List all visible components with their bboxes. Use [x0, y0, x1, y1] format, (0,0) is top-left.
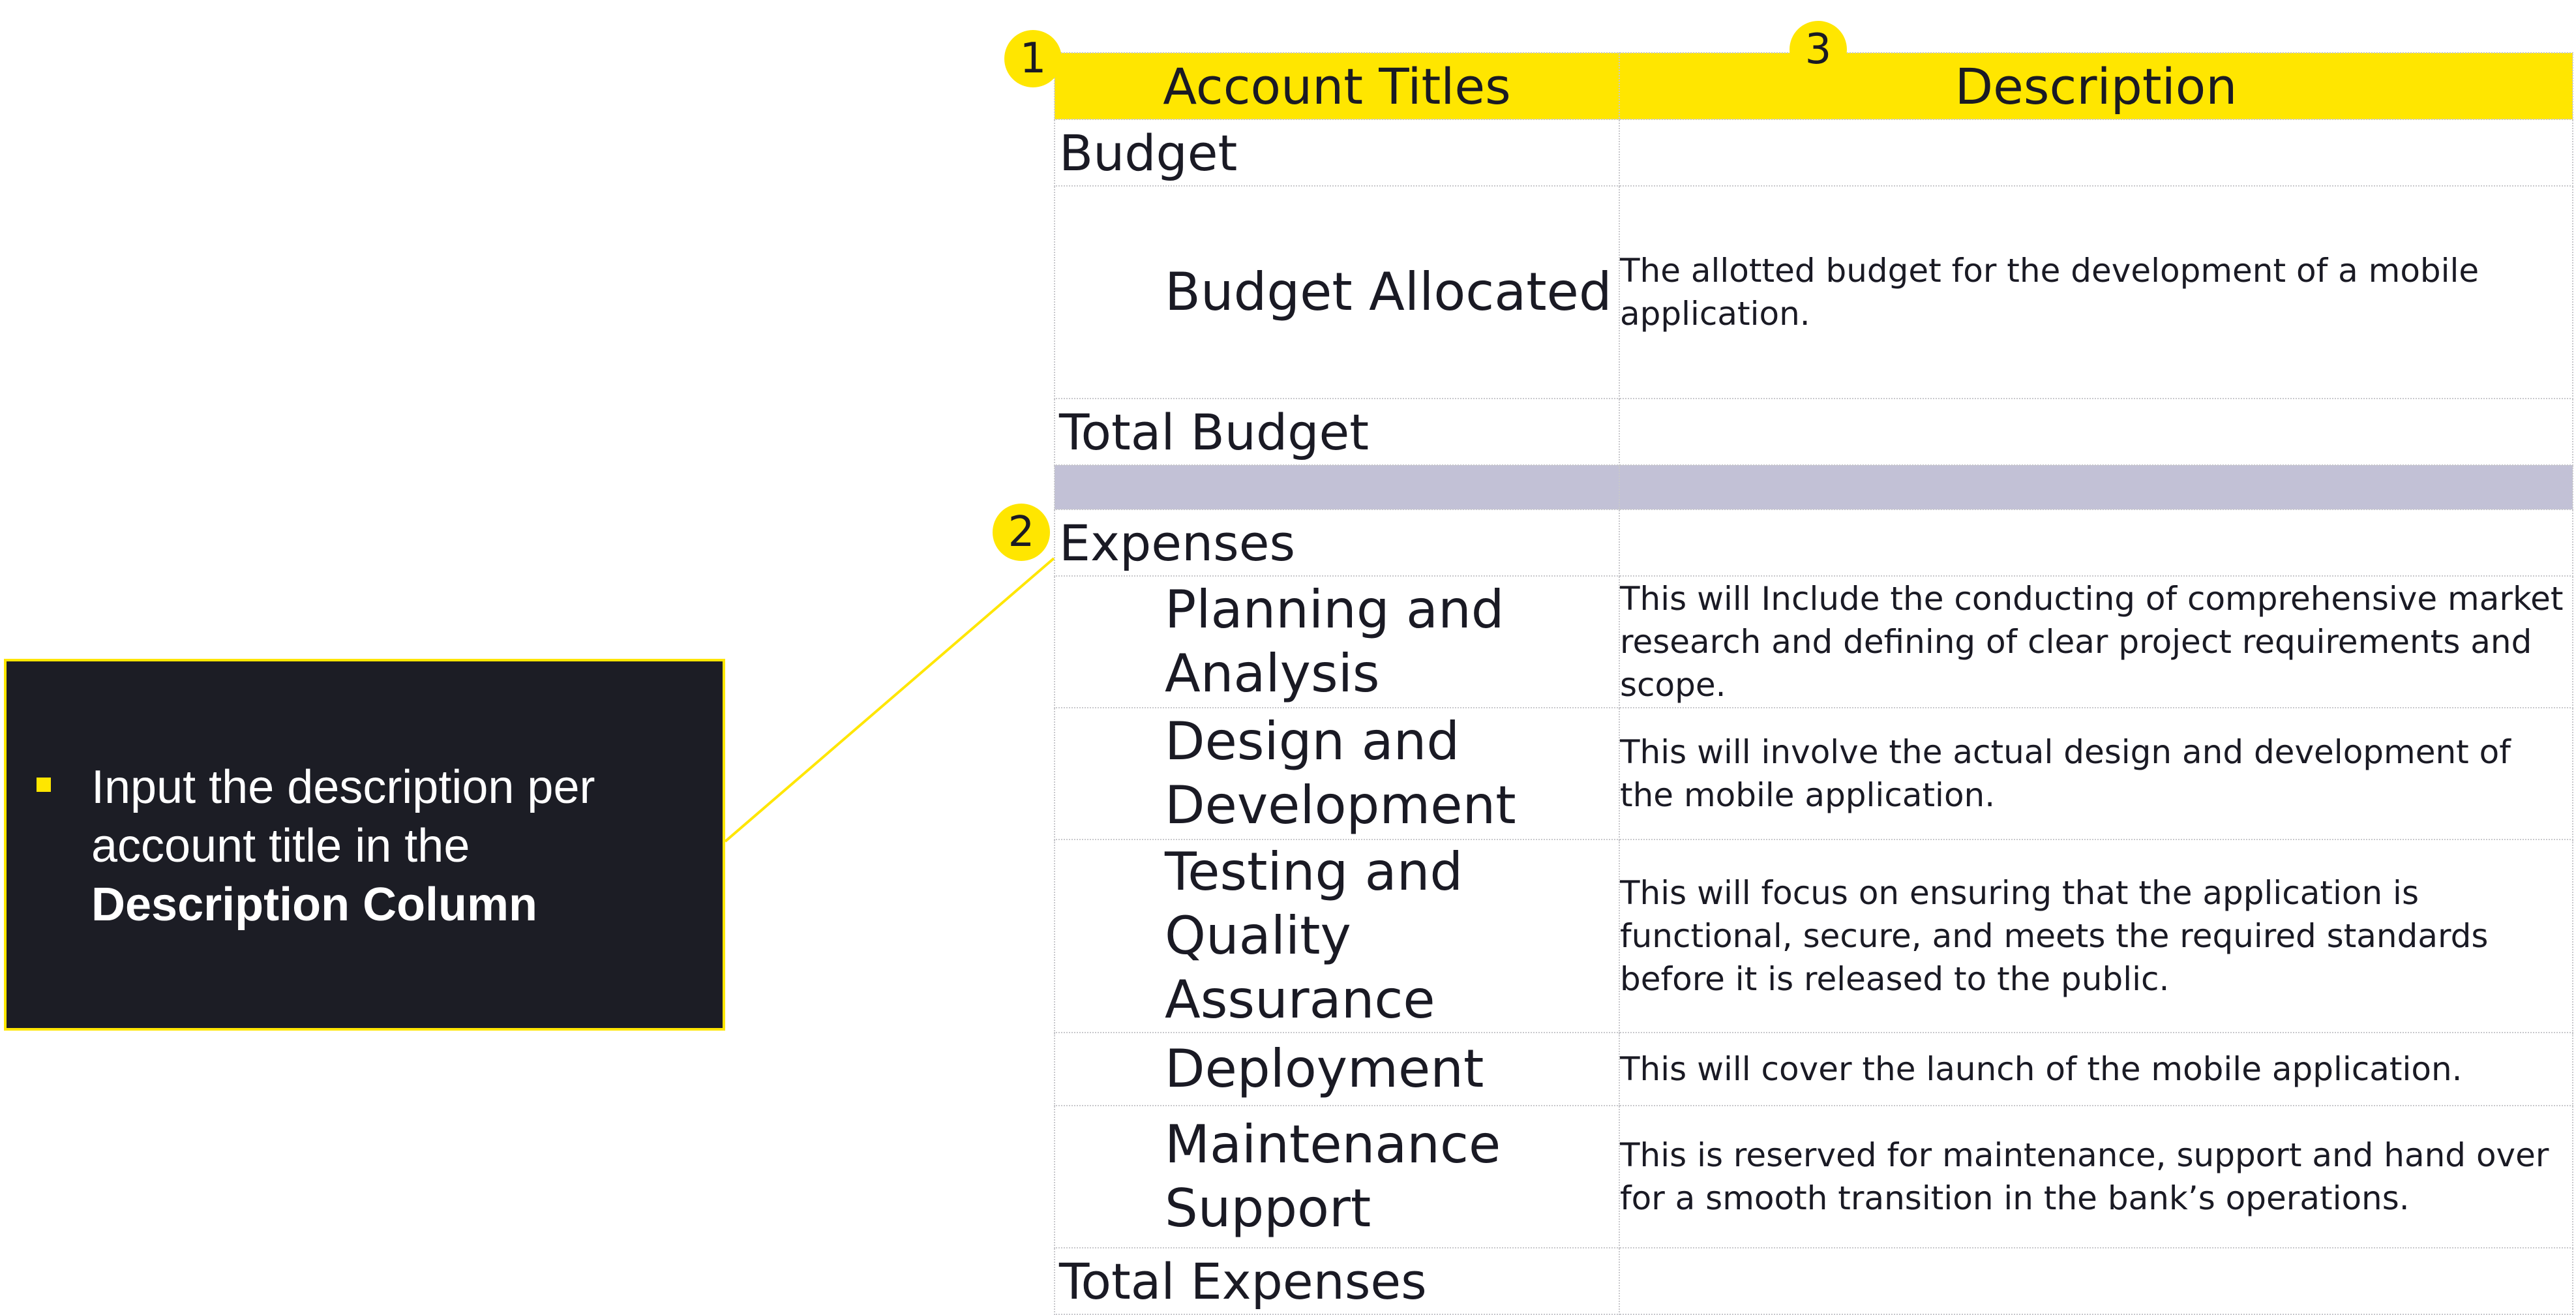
- table-row: Budget: [1054, 119, 2573, 187]
- description-cell[interactable]: This will cover the launch of the mobile…: [1619, 1032, 2573, 1106]
- total-expenses-label: Total Expenses: [1054, 1247, 1620, 1315]
- description-cell[interactable]: [1619, 509, 2573, 577]
- instruction-panel: Input the description per account title …: [4, 659, 725, 1031]
- separator-row: [1054, 464, 2573, 510]
- description-cell[interactable]: [1619, 119, 2573, 187]
- total-budget-label: Total Budget: [1054, 398, 1620, 466]
- table-row: Design and Development This will involve…: [1054, 707, 2573, 840]
- description-cell[interactable]: This is reserved for maintenance, suppor…: [1619, 1105, 2573, 1248]
- table-row: Total Expenses: [1054, 1247, 2573, 1315]
- table-row: Planning and Analysis This will Include …: [1054, 575, 2573, 708]
- instruction-line-2: account title in the: [91, 820, 470, 872]
- account-title-design: Design and Development: [1054, 707, 1620, 840]
- instruction-emphasis: Description Column: [91, 879, 538, 931]
- table-row: Total Budget: [1054, 398, 2573, 466]
- table-row: Budget Allocated The allotted budget for…: [1054, 185, 2573, 399]
- separator-cell: [1619, 464, 2573, 510]
- description-cell[interactable]: [1619, 398, 2573, 466]
- account-title-planning: Planning and Analysis: [1054, 575, 1620, 708]
- bullet-icon: [37, 778, 51, 792]
- instruction-line-1: Input the description per: [91, 761, 595, 813]
- description-cell[interactable]: [1619, 1247, 2573, 1315]
- table-row: Deployment This will cover the launch of…: [1054, 1032, 2573, 1106]
- table-row: Testing and Quality Assurance This will …: [1054, 839, 2573, 1033]
- section-budget: Budget: [1054, 119, 1620, 187]
- description-cell[interactable]: The allotted budget for the development …: [1619, 185, 2573, 399]
- account-title-deployment: Deployment: [1054, 1032, 1620, 1106]
- instruction-text: Input the description per account title …: [91, 758, 698, 934]
- separator-cell: [1054, 464, 1620, 510]
- account-description-table: Account Titles Description Budget Budget…: [1054, 52, 2573, 1315]
- description-cell[interactable]: This will focus on ensuring that the app…: [1619, 839, 2573, 1033]
- account-title-maintenance: Maintenance Support: [1054, 1105, 1620, 1248]
- step-badge-3: 3: [1790, 21, 1847, 78]
- section-expenses: Expenses: [1054, 509, 1620, 577]
- step-badge-2: 2: [993, 504, 1050, 561]
- table-row: Expenses: [1054, 509, 2573, 577]
- description-cell[interactable]: This will Include the conducting of comp…: [1619, 575, 2573, 708]
- header-description: Description: [1619, 52, 2573, 120]
- table-row: Maintenance Support This is reserved for…: [1054, 1105, 2573, 1248]
- step-badge-1: 1: [1004, 30, 1062, 87]
- account-title-budget-allocated: Budget Allocated: [1054, 185, 1620, 399]
- header-account-titles: Account Titles: [1054, 52, 1620, 120]
- description-cell[interactable]: This will involve the actual design and …: [1619, 707, 2573, 840]
- table-header-row: Account Titles Description: [1054, 52, 2573, 120]
- account-title-testing: Testing and Quality Assurance: [1054, 839, 1620, 1033]
